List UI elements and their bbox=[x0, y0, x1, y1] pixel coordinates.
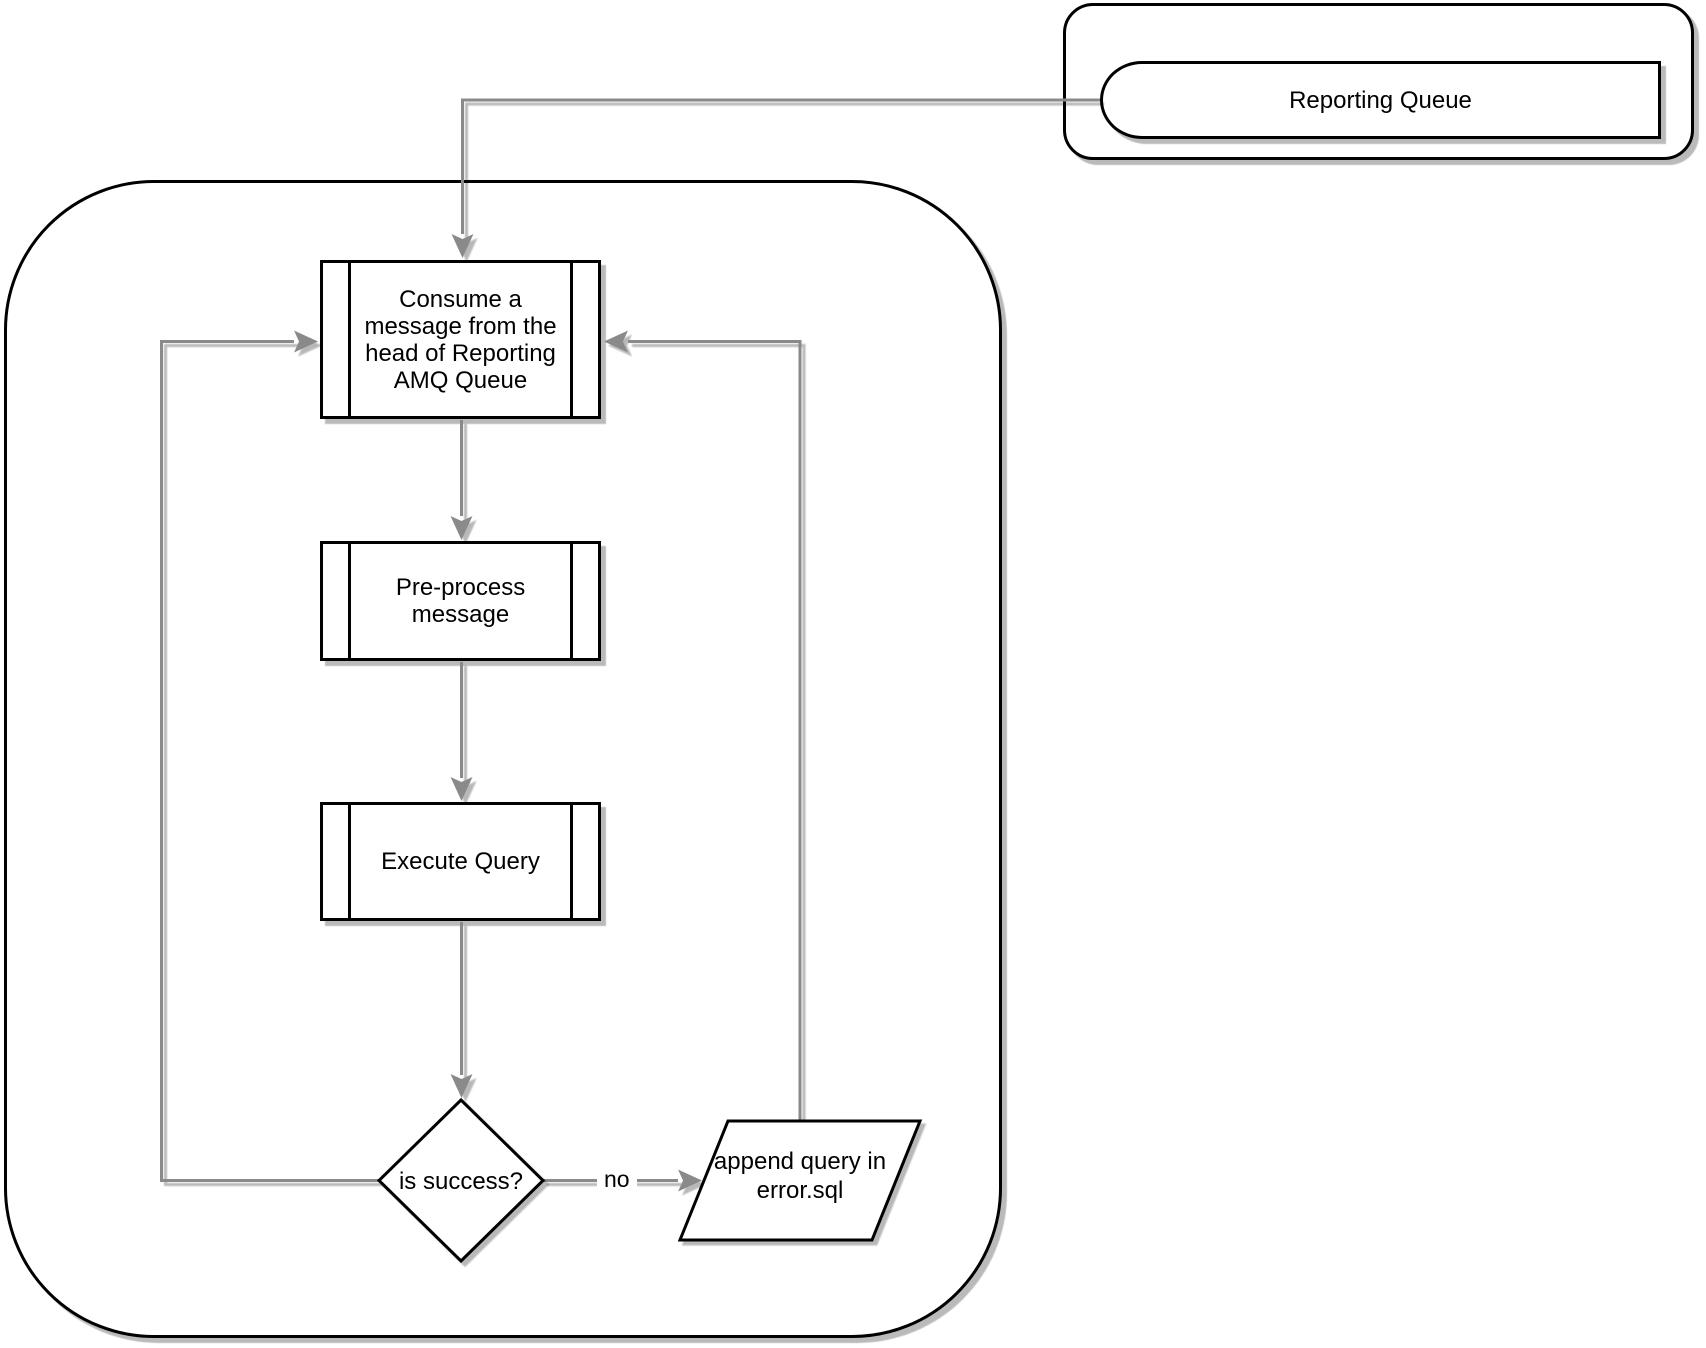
error-sql-label: append query in error.sql bbox=[713, 1148, 887, 1204]
reporting-queue-label: Reporting Queue bbox=[1289, 86, 1472, 114]
is-success-label: is success? bbox=[398, 1168, 524, 1195]
subprocess-side-bar bbox=[348, 263, 351, 416]
preprocess-message-node: Pre-process message bbox=[320, 541, 601, 661]
subprocess-side-bar bbox=[570, 544, 573, 658]
subprocess-side-bar bbox=[348, 805, 351, 918]
execute-query-node: Execute Query bbox=[320, 802, 601, 921]
subprocess-side-bar bbox=[570, 805, 573, 918]
no-edge-label: no bbox=[597, 1165, 637, 1193]
consume-message-label: Consume a message from the head of Repor… bbox=[364, 285, 557, 394]
consume-message-node: Consume a message from the head of Repor… bbox=[320, 260, 601, 419]
reporting-queue-shape: Reporting Queue bbox=[1100, 61, 1661, 139]
execute-query-label: Execute Query bbox=[381, 848, 540, 875]
subprocess-side-bar bbox=[570, 263, 573, 416]
preprocess-message-label: Pre-process message bbox=[395, 574, 526, 628]
subprocess-side-bar bbox=[348, 544, 351, 658]
